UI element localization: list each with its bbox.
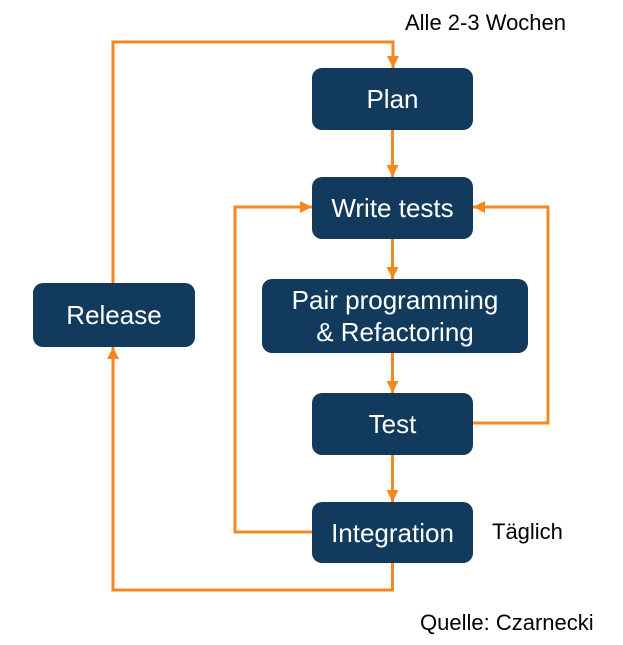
node-test-label: Test xyxy=(368,409,417,439)
node-pair-programming-label: Pair programming & Refactoring xyxy=(291,285,499,347)
node-release-label: Release xyxy=(66,300,162,330)
node-plan-label: Plan xyxy=(366,84,419,114)
node-plan: Plan xyxy=(312,68,473,130)
cycle-duration-label: Alle 2-3 Wochen xyxy=(405,10,567,35)
daily-cycle-label: Täglich xyxy=(492,519,563,544)
node-test: Test xyxy=(312,393,473,455)
source-credit-label: Quelle: Czarnecki xyxy=(420,610,594,635)
node-integration-label: Integration xyxy=(331,517,454,548)
arrow-integration-to-write-tests xyxy=(233,201,312,534)
node-release: Release xyxy=(33,283,195,347)
node-pair-programming: Pair programming & Refactoring xyxy=(262,279,528,353)
node-write-tests: Write tests xyxy=(312,177,473,239)
node-integration: Integration xyxy=(312,502,473,563)
node-write-tests-label: Write tests xyxy=(331,193,454,223)
